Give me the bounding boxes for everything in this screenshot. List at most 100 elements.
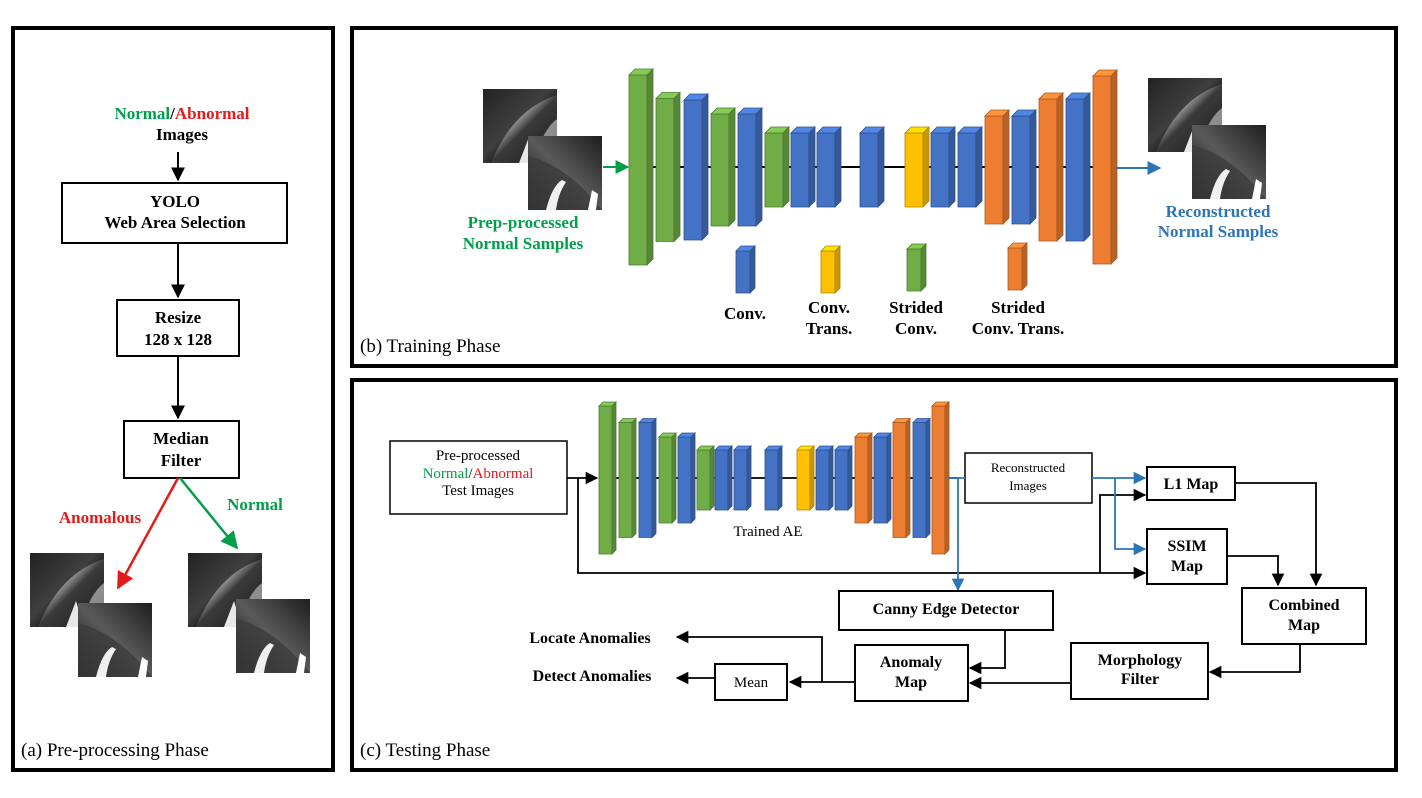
test-input-line2: Normal/Abnormal [423, 466, 534, 482]
legend-strided-trans-label: Conv. Trans. [972, 319, 1064, 338]
legend-conv-trans-icon [820, 245, 841, 294]
conv-layer [1065, 92, 1091, 242]
conv-layer [834, 445, 853, 511]
strided-conv-layer [655, 91, 681, 243]
conv-trans-layer [904, 126, 930, 208]
strided-conv-layer [618, 417, 637, 539]
normal-samples-out-label: Normal Samples [1158, 222, 1279, 241]
strided-conv-trans-layer [931, 401, 950, 555]
filter-label: Filter [161, 451, 202, 470]
morphology-filter-box [1070, 642, 1209, 700]
panel-training: (b) Training Phase Prep-processed Normal… [350, 26, 1398, 368]
conv-layer [733, 445, 752, 511]
legend-conv-label: Conv. [724, 304, 766, 323]
strided-conv-layer [764, 126, 790, 208]
sample-image [236, 599, 310, 673]
conv-layer [859, 126, 885, 208]
training-autoencoder [628, 68, 1118, 266]
legend-convtrans-label: Trans. [806, 319, 852, 338]
anomaly-label: Anomaly [880, 654, 942, 671]
strided-conv-trans-layer [984, 109, 1010, 225]
canny-label: Canny Edge Detector [873, 601, 1020, 618]
conv-trans-layer [796, 445, 815, 511]
morphology-label: Morphology [1098, 652, 1182, 669]
panel-b-caption: (b) Training Phase [360, 336, 500, 357]
filter-label: Filter [1121, 671, 1159, 688]
strided-conv-trans-layer [892, 417, 911, 539]
conv-layer [873, 432, 892, 524]
abnormal-label: Abnormal [175, 104, 250, 123]
panel-c-frame [350, 378, 1398, 772]
panel-a-caption: (a) Pre-processing Phase [21, 740, 209, 761]
combined-label: Combined [1268, 597, 1339, 614]
legend-strided-label: Conv. [895, 319, 937, 338]
trained-ae-label: Trained AE [733, 524, 802, 540]
arrow-normal [179, 477, 239, 550]
combined-map-box [1241, 587, 1367, 645]
arrow-l1-to-combined [1235, 482, 1323, 587]
strided-conv-trans-layer [854, 432, 873, 524]
input-images-heading: Normal/Abnormal [114, 104, 249, 123]
anomaly-map-label: Map [895, 674, 927, 691]
arrow-combined-to-morph [1208, 644, 1301, 679]
arrow-to-locate [675, 630, 823, 682]
layer-legend: Conv. Conv. Trans. Strided Conv. Strided… [724, 242, 1064, 338]
median-filter-box [123, 420, 240, 479]
anomalous-label: Anomalous [59, 508, 142, 527]
conv-layer [912, 417, 931, 539]
sample-image [528, 136, 602, 210]
l1-map-label: L1 Map [1164, 476, 1219, 493]
strided-conv-trans-layer [1092, 69, 1118, 265]
mean-label: Mean [734, 675, 769, 691]
mean-box [714, 663, 788, 701]
panel-a-frame [11, 26, 335, 772]
conv-layer [815, 445, 834, 511]
panel-preprocessing: (a) Pre-processing Phase Normal/Abnormal… [11, 26, 335, 772]
images-label: Images [156, 125, 208, 144]
legend-convtrans-label: Conv. [808, 298, 850, 317]
l1-map-box [1146, 466, 1236, 501]
conv-layer [790, 126, 816, 208]
arrow-to-l1-original [1099, 488, 1147, 573]
arrow-canny-to-anomaly [968, 630, 1006, 675]
legend-strided-trans-label: Strided [991, 298, 1045, 317]
panel-testing: (c) Testing Phase Pre-processed Normal/A… [350, 378, 1398, 772]
panel-c-caption: (c) Testing Phase [360, 740, 490, 761]
reconstructed-images [1148, 78, 1266, 199]
panel-b-frame [350, 26, 1398, 368]
normal-samples-label: Normal Samples [463, 234, 584, 253]
resize-size-label: 128 x 128 [144, 330, 212, 349]
reconstructed-images-box [964, 452, 1093, 504]
training-input-images [483, 89, 602, 210]
prep-processed-label: Prep-processed [468, 213, 579, 232]
conv-layer [638, 417, 657, 539]
conv-layer [677, 432, 696, 524]
strided-conv-trans-layer [1038, 92, 1064, 242]
conv-layer [1011, 109, 1037, 225]
strided-conv-layer [696, 445, 715, 511]
conv-layer [930, 126, 956, 208]
strided-conv-layer [710, 107, 736, 227]
normal-branch-label: Normal [227, 495, 283, 514]
normal-sample-images [188, 553, 310, 673]
canny-edge-box [838, 590, 1054, 631]
strided-conv-layer [628, 68, 654, 266]
conv-layer [737, 107, 763, 227]
strided-conv-layer [658, 432, 677, 524]
legend-strided-conv-trans-icon [1007, 242, 1028, 291]
legend-strided-conv-icon [906, 243, 927, 292]
reconstructed-label: Reconstructed [1166, 202, 1271, 221]
conv-layer [816, 126, 842, 208]
conv-layer [764, 445, 783, 511]
reconstructed-line2: Images [1009, 478, 1047, 493]
detect-anomalies-label: Detect Anomalies [533, 668, 652, 685]
conv-layer [683, 93, 709, 241]
trained-autoencoder [598, 401, 950, 555]
resize-box [116, 299, 240, 357]
test-input-box [389, 440, 568, 515]
yolo-label: YOLO [150, 192, 200, 211]
sample-image [78, 603, 152, 677]
test-input-line1: Pre-processed [436, 448, 521, 464]
combined-map-label: Map [1288, 617, 1320, 634]
